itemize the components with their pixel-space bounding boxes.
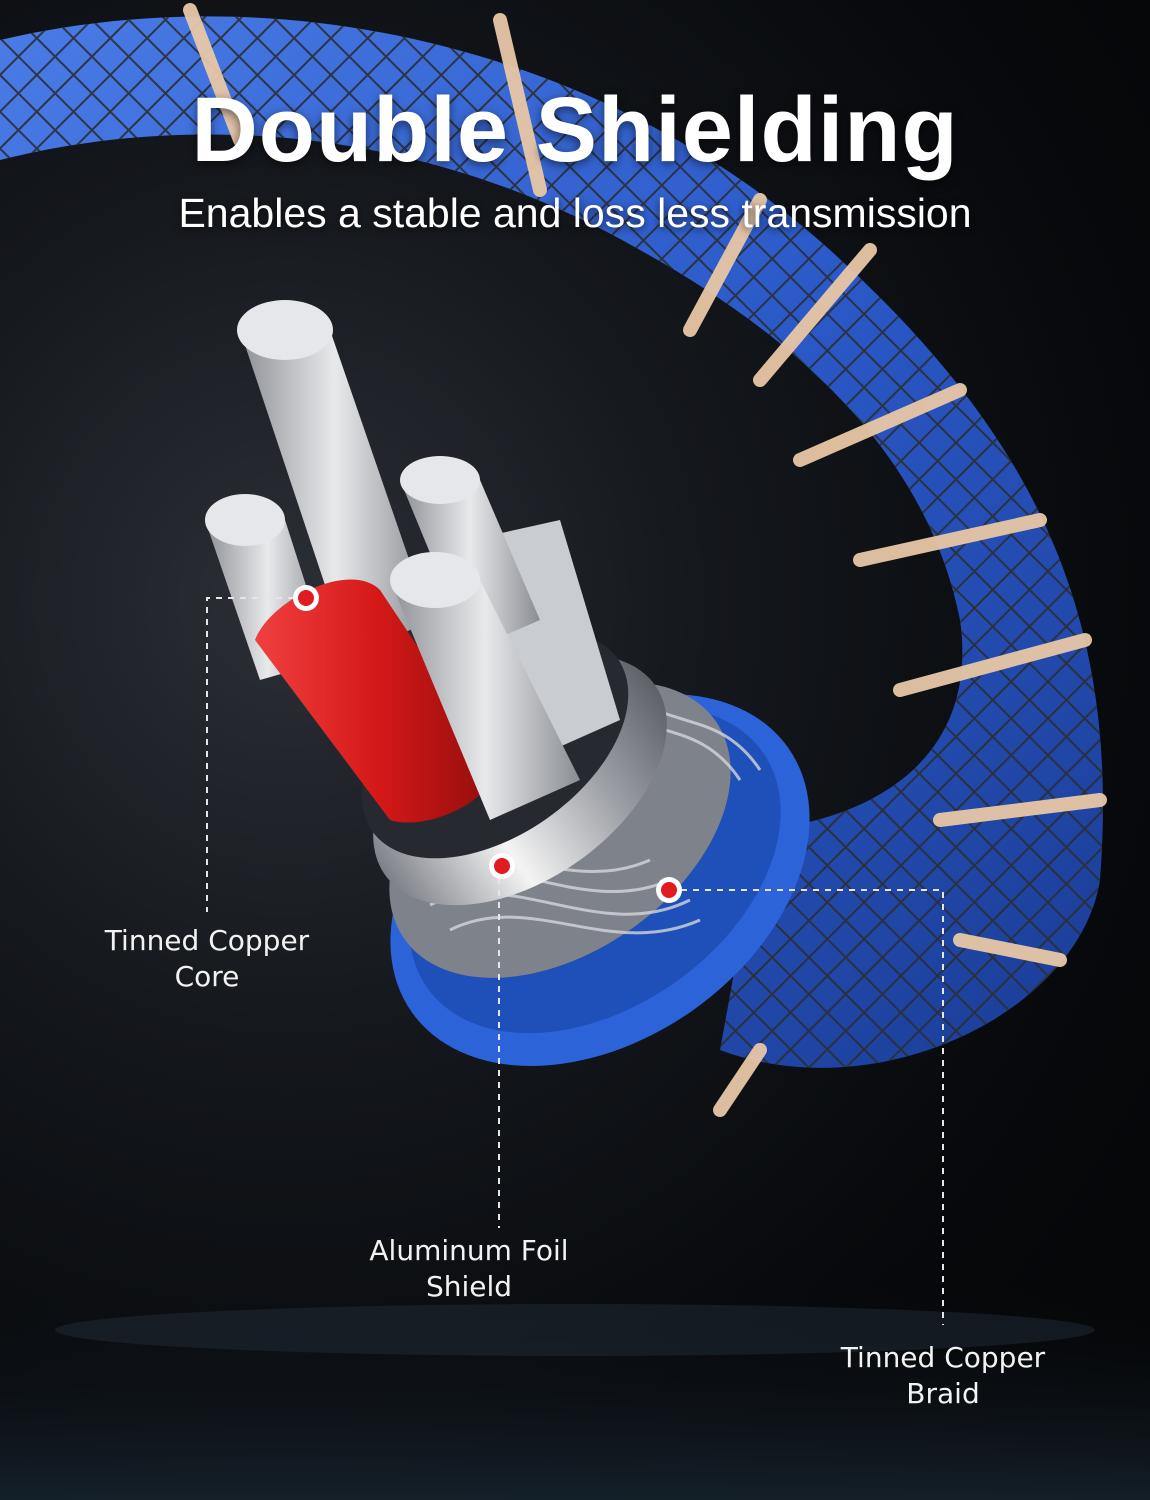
callout-aluminum-foil-shield: Aluminum Foil Shield <box>319 1233 619 1305</box>
callout-braid-line1: Tinned Copper <box>840 1341 1046 1374</box>
callout-braid-line2: Braid <box>906 1377 980 1410</box>
callout-core-line1: Tinned Copper <box>104 924 310 957</box>
headline-subtitle: Enables a stable and loss less transmiss… <box>178 190 972 236</box>
callout-tinned-copper-core: Tinned Copper Core <box>57 923 357 995</box>
callout-core-line2: Core <box>174 960 240 993</box>
headline-title: Double Shielding <box>191 79 959 181</box>
callout-tinned-copper-braid: Tinned Copper Braid <box>793 1340 1093 1412</box>
callout-foil-line2: Shield <box>425 1270 513 1303</box>
callout-foil-line1: Aluminum Foil <box>369 1234 569 1267</box>
